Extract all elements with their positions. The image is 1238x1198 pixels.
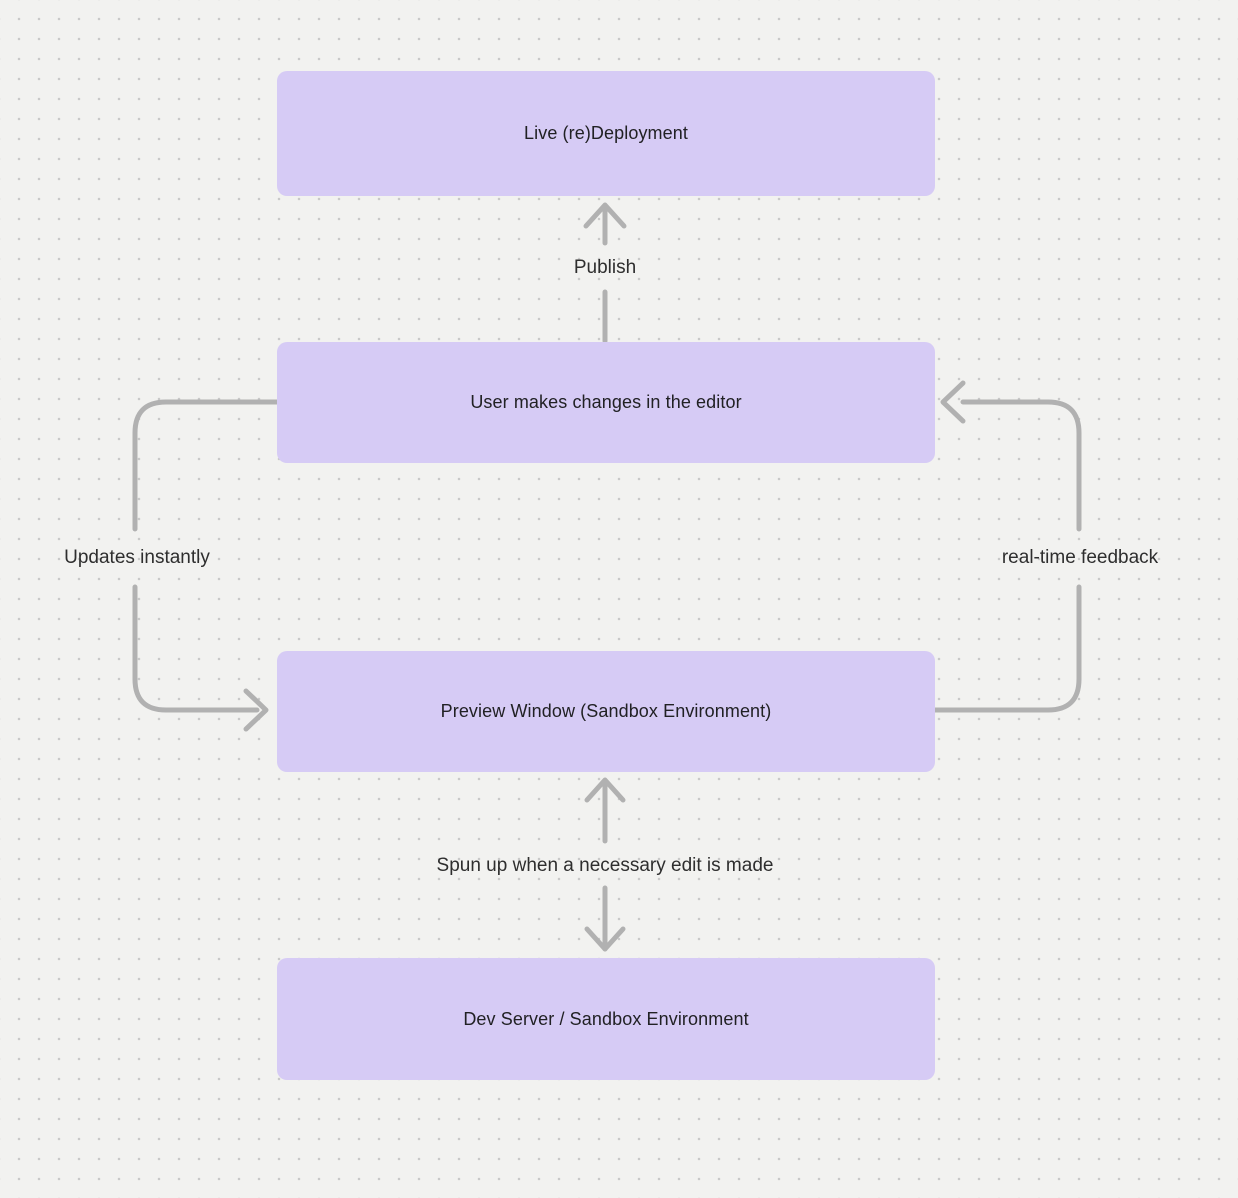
node-user-changes-label: User makes changes in the editor (470, 392, 742, 412)
edge-real-time-feedback-arrow[interactable] (932, 380, 1082, 713)
edge-updates-instantly-arrow[interactable] (132, 399, 280, 732)
node-live-redeployment[interactable]: Live (re)Deployment (277, 71, 935, 196)
edge-real-time-feedback-label[interactable]: real-time feedback (1001, 547, 1159, 568)
node-preview-window[interactable]: Preview Window (Sandbox Environment) (277, 651, 935, 772)
node-dev-server[interactable]: Dev Server / Sandbox Environment (277, 958, 935, 1080)
edge-spun-up-arrow[interactable] (584, 777, 626, 952)
edge-updates-instantly-label[interactable]: Updates instantly (64, 547, 210, 568)
edge-publish-label[interactable]: Publish (573, 257, 637, 278)
node-dev-server-label: Dev Server / Sandbox Environment (463, 1008, 749, 1029)
node-live-redeployment-label: Live (re)Deployment (524, 123, 688, 143)
edge-publish-arrow[interactable] (583, 202, 627, 344)
node-user-changes[interactable]: User makes changes in the editor (277, 342, 935, 463)
edge-spun-up-label[interactable]: Spun up when a necessary edit is made (436, 855, 774, 876)
node-preview-window-label: Preview Window (Sandbox Environment) (440, 701, 772, 721)
